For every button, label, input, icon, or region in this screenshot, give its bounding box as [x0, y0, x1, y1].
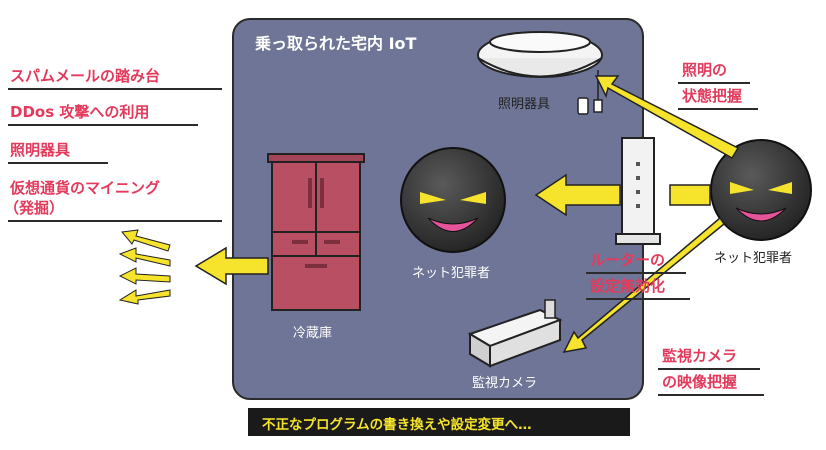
divider [586, 272, 686, 274]
left-label: スパムメールの踏み台 [10, 67, 161, 85]
router-icon [615, 137, 661, 245]
label-router-1: ルーターの [590, 251, 666, 269]
divider [658, 368, 760, 370]
divider [678, 82, 750, 84]
criminal-face-icon [710, 139, 812, 241]
radiate-arrows [118, 229, 171, 305]
divider [678, 108, 758, 110]
fridge-icon [267, 153, 365, 311]
left-label: （発掘） [4, 199, 65, 217]
yellow-arrows [194, 75, 740, 354]
criminal-outer-label: ネット犯罪者 [714, 251, 793, 266]
fridge-label: 冷蔵庫 [293, 326, 333, 341]
label-router-2: 設定無効化 [590, 277, 666, 295]
criminal-face-icon [400, 147, 506, 253]
label-camera-1: 監視カメラ [662, 347, 738, 365]
label-camera-2: の映像把握 [662, 373, 738, 391]
footer-text: 不正なプログラムの書き換えや設定変更へ… [262, 417, 532, 433]
label-light-state-2: 状態把握 [682, 87, 743, 105]
divider [8, 220, 222, 222]
footer-banner [248, 408, 630, 436]
divider [8, 124, 198, 126]
light-label: 照明器具 [498, 97, 551, 112]
label-light-state-1: 照明の [682, 61, 728, 79]
left-label: 仮想通貨のマイニング [10, 179, 161, 197]
left-label: 照明器具 [10, 141, 71, 159]
criminal-inner-label: ネット犯罪者 [412, 266, 491, 281]
ceiling-light-icon [477, 31, 603, 115]
camera-label: 監視カメラ [472, 376, 538, 391]
divider [8, 162, 108, 164]
panel-title: 乗っ取られた宅内 IoT [255, 34, 417, 53]
divider [8, 88, 222, 90]
divider [586, 298, 690, 300]
left-label: DDos 攻撃への利用 [10, 103, 150, 121]
security-camera-icon [467, 299, 563, 368]
divider [658, 394, 764, 396]
